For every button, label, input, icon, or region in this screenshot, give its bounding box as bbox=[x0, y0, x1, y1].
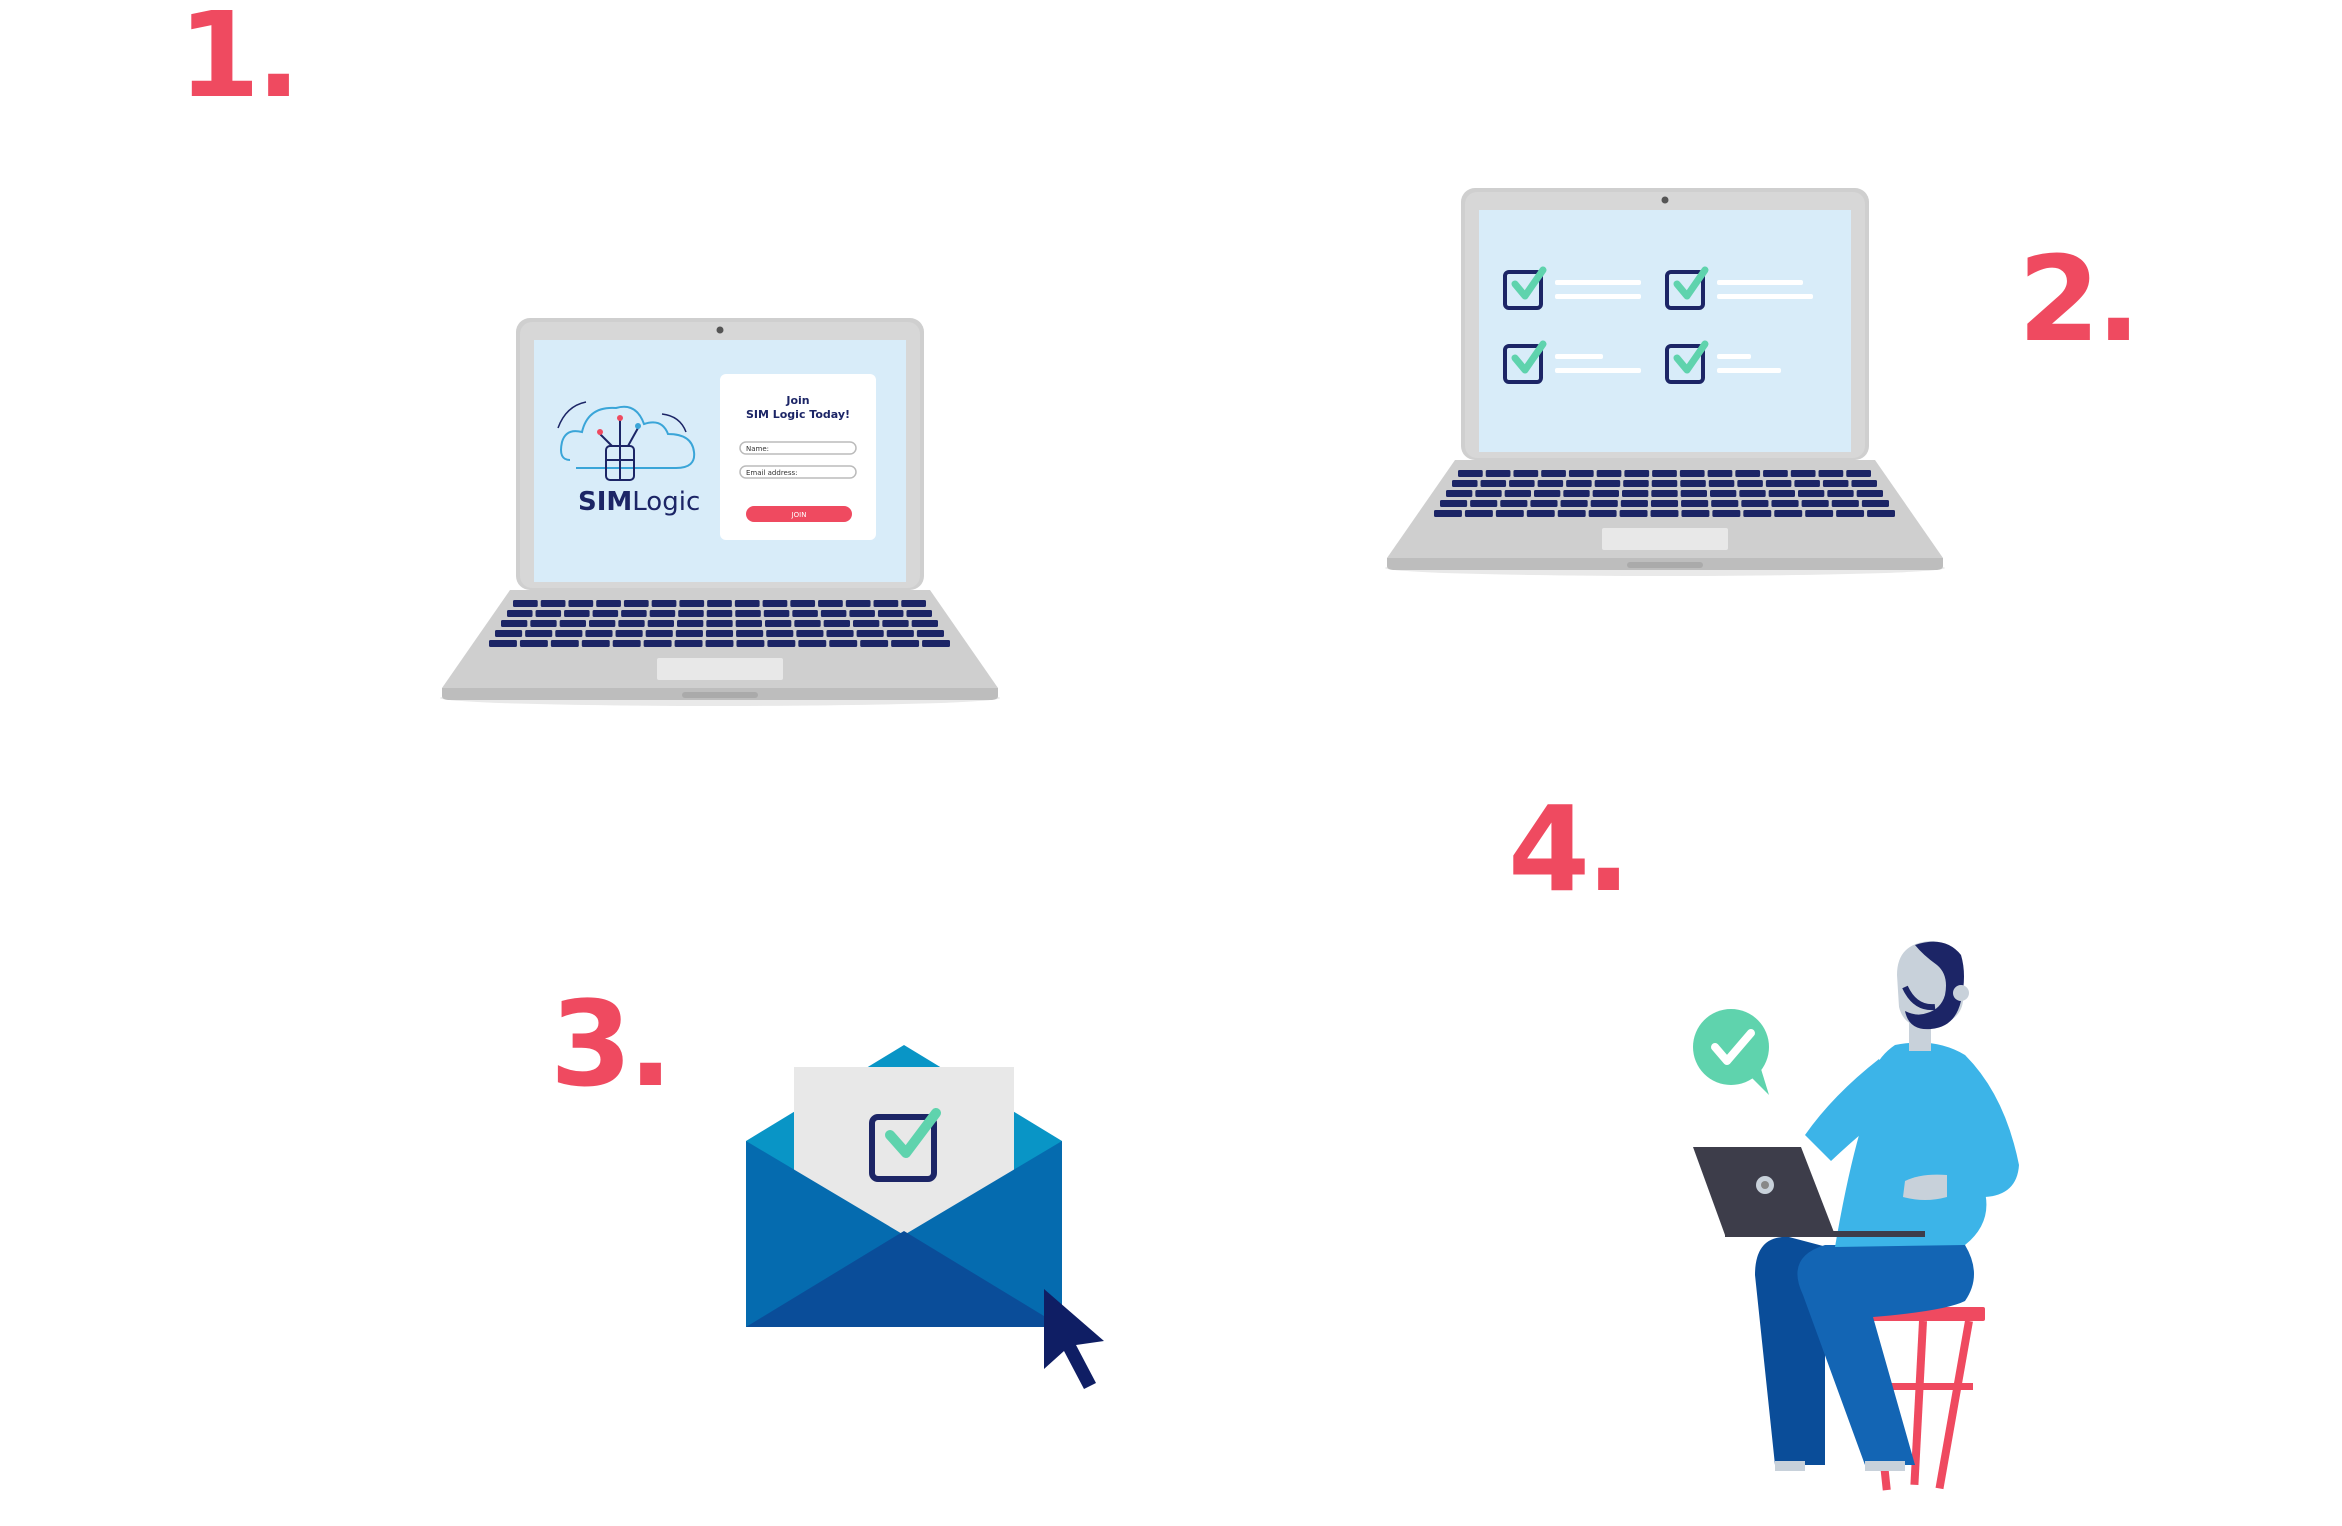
name-placeholder: Name: bbox=[746, 445, 769, 453]
logo-text-bold: SIM bbox=[578, 487, 632, 517]
signup-heading-line2: SIM Logic Today! bbox=[746, 408, 850, 421]
laptop-signup-scene: SIMLogic Join SIM Logic Today! Name: Ema… bbox=[440, 318, 1000, 706]
envelope-icon bbox=[746, 1045, 1062, 1327]
logo-text-regular: Logic bbox=[632, 487, 700, 517]
person-illustration bbox=[1693, 941, 2019, 1491]
signup-card: Join SIM Logic Today! Name: Email addres… bbox=[720, 374, 876, 540]
step-3-number: 3. bbox=[550, 975, 673, 1113]
email-field[interactable]: Email address: bbox=[739, 465, 857, 479]
name-field[interactable]: Name: bbox=[739, 441, 857, 455]
signup-heading-line1: Join bbox=[785, 394, 809, 407]
join-button-label: JOIN bbox=[791, 511, 807, 519]
step-1-number: 1. bbox=[178, 0, 301, 124]
checklist-icon bbox=[1503, 266, 1813, 384]
step-4-number: 4. bbox=[1508, 780, 1631, 918]
svg-text:SIMLogic: SIMLogic bbox=[578, 487, 700, 517]
step-2-number: 2. bbox=[2018, 230, 2141, 368]
check-bubble-icon bbox=[1693, 1009, 1769, 1095]
join-button[interactable]: JOIN bbox=[746, 506, 852, 522]
email-placeholder: Email address: bbox=[746, 469, 798, 477]
envelope-scene bbox=[746, 1045, 1104, 1389]
simlogic-logo bbox=[557, 401, 696, 469]
check-icon bbox=[869, 1108, 941, 1182]
laptop-checklist-scene bbox=[1385, 188, 1945, 576]
cursor-icon bbox=[1044, 1289, 1104, 1389]
